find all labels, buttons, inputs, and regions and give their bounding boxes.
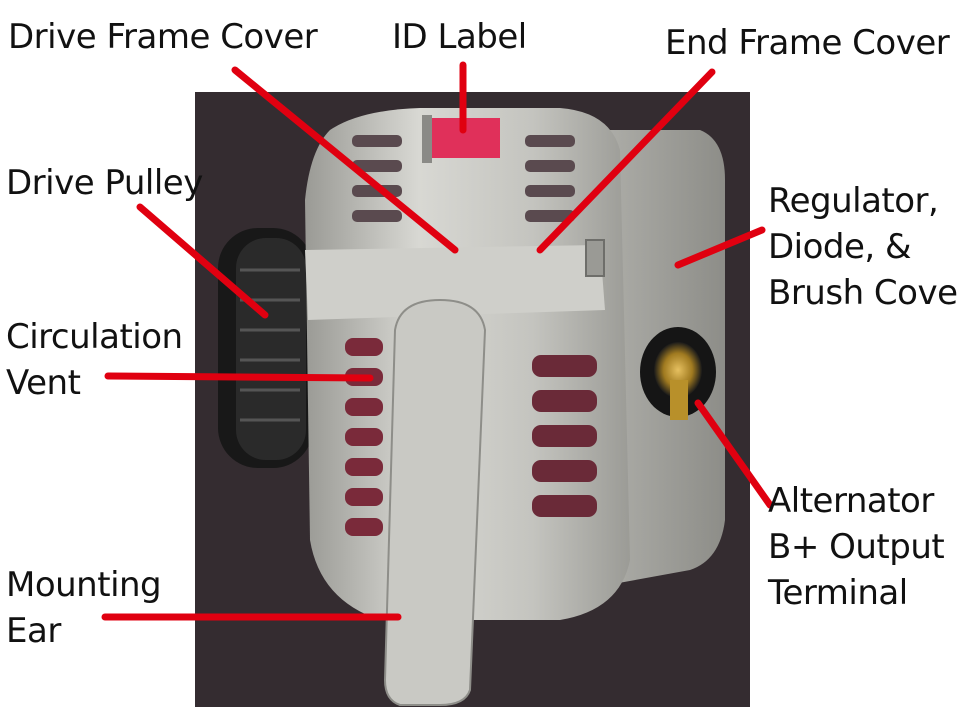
- label-drive-pulley: Drive Pulley: [6, 163, 203, 203]
- mounting-ear: [383, 298, 487, 706]
- label-regulator-cover: Regulator, Diode, & Brush Cover: [768, 181, 960, 313]
- leader-lines: [101, 61, 774, 621]
- upper-cooling-fins: [352, 135, 575, 222]
- label-mounting-ear: Mounting Ear: [6, 565, 162, 651]
- label-id-label: ID Label: [392, 17, 527, 57]
- label-circulation-vent: Circulation Vent: [6, 317, 183, 403]
- stud-bolt: [585, 239, 605, 277]
- leader-line-circulation-vent: [104, 372, 374, 382]
- leader-line-output-terminal: [694, 399, 774, 509]
- label-output-terminal: Alternator B+ Output Terminal: [768, 481, 945, 613]
- leader-line-regulator-cover: [674, 226, 766, 269]
- drive-frame-band: [305, 245, 605, 320]
- leader-line-drive-pulley: [136, 203, 269, 319]
- drive-pulley: [218, 228, 313, 468]
- leader-line-drive-frame-cover: [231, 66, 459, 254]
- b-plus-terminal: [640, 327, 716, 420]
- label-end-frame-cover: End Frame Cover: [665, 23, 950, 63]
- stator-vent-slots: [532, 355, 597, 517]
- id-label-sticker-edge: [422, 115, 432, 163]
- label-drive-frame-cover: Drive Frame Cover: [8, 17, 318, 57]
- leader-line-end-frame-cover: [536, 68, 716, 254]
